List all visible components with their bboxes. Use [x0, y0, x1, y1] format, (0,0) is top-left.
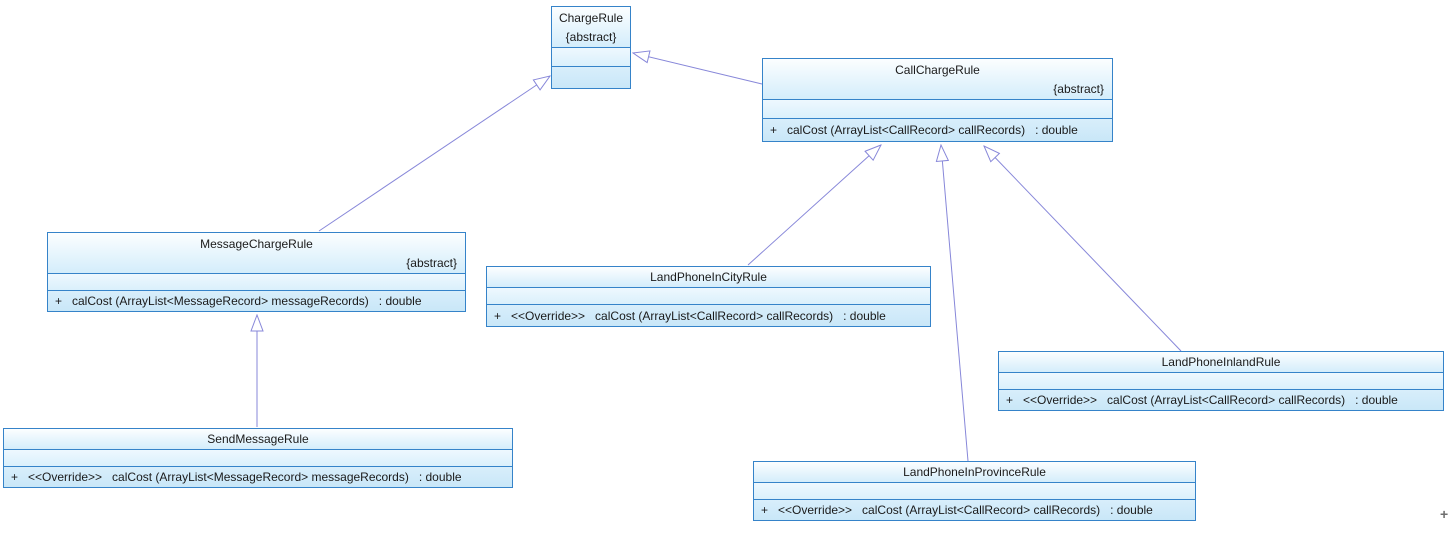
class-name: LandPhoneInCityRule: [650, 270, 767, 284]
generalization-landphoneinlandrule-to-callchargerule[interactable]: [984, 146, 1182, 352]
attributes-compartment: [754, 482, 1195, 500]
methods-compartment: + calCost (ArrayList<MessageRecord> mess…: [48, 291, 465, 311]
class-messagechargerule[interactable]: MessageChargeRule {abstract} + calCost (…: [47, 232, 466, 312]
methods-compartment: + calCost (ArrayList<CallRecord> callRec…: [763, 119, 1112, 141]
class-title-compartment: LandPhoneInlandRule: [999, 352, 1443, 372]
methods-compartment: + <<Override>> calCost (ArrayList<CallRe…: [999, 390, 1443, 410]
class-chargerule[interactable]: ChargeRule {abstract}: [551, 6, 631, 89]
class-stereotype: {abstract}: [565, 30, 617, 44]
attributes-compartment: [999, 372, 1443, 390]
class-title-compartment: LandPhoneInCityRule: [487, 267, 930, 287]
method-label: + <<Override>> calCost (ArrayList<CallRe…: [494, 308, 886, 323]
class-stereotype: {abstract}: [406, 256, 457, 270]
attributes-compartment: [763, 99, 1112, 119]
class-sendmessagerule[interactable]: SendMessageRule + <<Override>> calCost (…: [3, 428, 513, 488]
class-landphoneinlandrule[interactable]: LandPhoneInlandRule + <<Override>> calCo…: [998, 351, 1444, 411]
class-title-compartment: LandPhoneInProvinceRule: [754, 462, 1195, 482]
method-label: + calCost (ArrayList<CallRecord> callRec…: [770, 123, 1078, 137]
generalization-landphoneinprovincerule-to-callchargerule[interactable]: [941, 145, 969, 462]
method-label: + <<Override>> calCost (ArrayList<CallRe…: [1006, 393, 1398, 407]
methods-compartment: [552, 67, 630, 88]
class-name: CallChargeRule: [895, 63, 980, 77]
class-title-compartment: SendMessageRule: [4, 429, 512, 449]
generalization-callchargerule-to-chargerule[interactable]: [633, 53, 763, 85]
class-landphoneincityrule[interactable]: LandPhoneInCityRule + <<Override>> calCo…: [486, 266, 931, 327]
class-title-compartment: ChargeRule {abstract}: [552, 7, 630, 47]
class-callchargerule[interactable]: CallChargeRule {abstract} + calCost (Arr…: [762, 58, 1113, 142]
method-label: + <<Override>> calCost (ArrayList<CallRe…: [761, 503, 1153, 517]
generalization-landphoneincityrule-to-callchargerule[interactable]: [747, 145, 881, 266]
class-title-compartment: MessageChargeRule {abstract}: [48, 233, 465, 273]
attributes-compartment: [552, 47, 630, 67]
class-name: SendMessageRule: [207, 432, 309, 446]
class-title-compartment: CallChargeRule {abstract}: [763, 59, 1112, 99]
methods-compartment: + <<Override>> calCost (ArrayList<CallRe…: [487, 305, 930, 326]
attributes-compartment: [4, 449, 512, 467]
canvas-resize-handle-icon[interactable]: +: [1440, 506, 1449, 522]
class-name: MessageChargeRule: [200, 237, 313, 251]
class-stereotype: {abstract}: [1053, 82, 1104, 96]
generalization-messagechargerule-to-chargerule[interactable]: [318, 76, 550, 232]
attributes-compartment: [487, 287, 930, 305]
class-name: LandPhoneInlandRule: [1161, 355, 1281, 369]
method-label: + <<Override>> calCost (ArrayList<Messag…: [11, 470, 462, 484]
methods-compartment: + <<Override>> calCost (ArrayList<Messag…: [4, 467, 512, 487]
class-name: LandPhoneInProvinceRule: [903, 465, 1046, 479]
method-label: + calCost (ArrayList<MessageRecord> mess…: [55, 294, 422, 308]
class-landphoneinprovincerule[interactable]: LandPhoneInProvinceRule + <<Override>> c…: [753, 461, 1196, 521]
attributes-compartment: [48, 273, 465, 291]
class-name: ChargeRule: [558, 11, 624, 25]
methods-compartment: + <<Override>> calCost (ArrayList<CallRe…: [754, 500, 1195, 520]
